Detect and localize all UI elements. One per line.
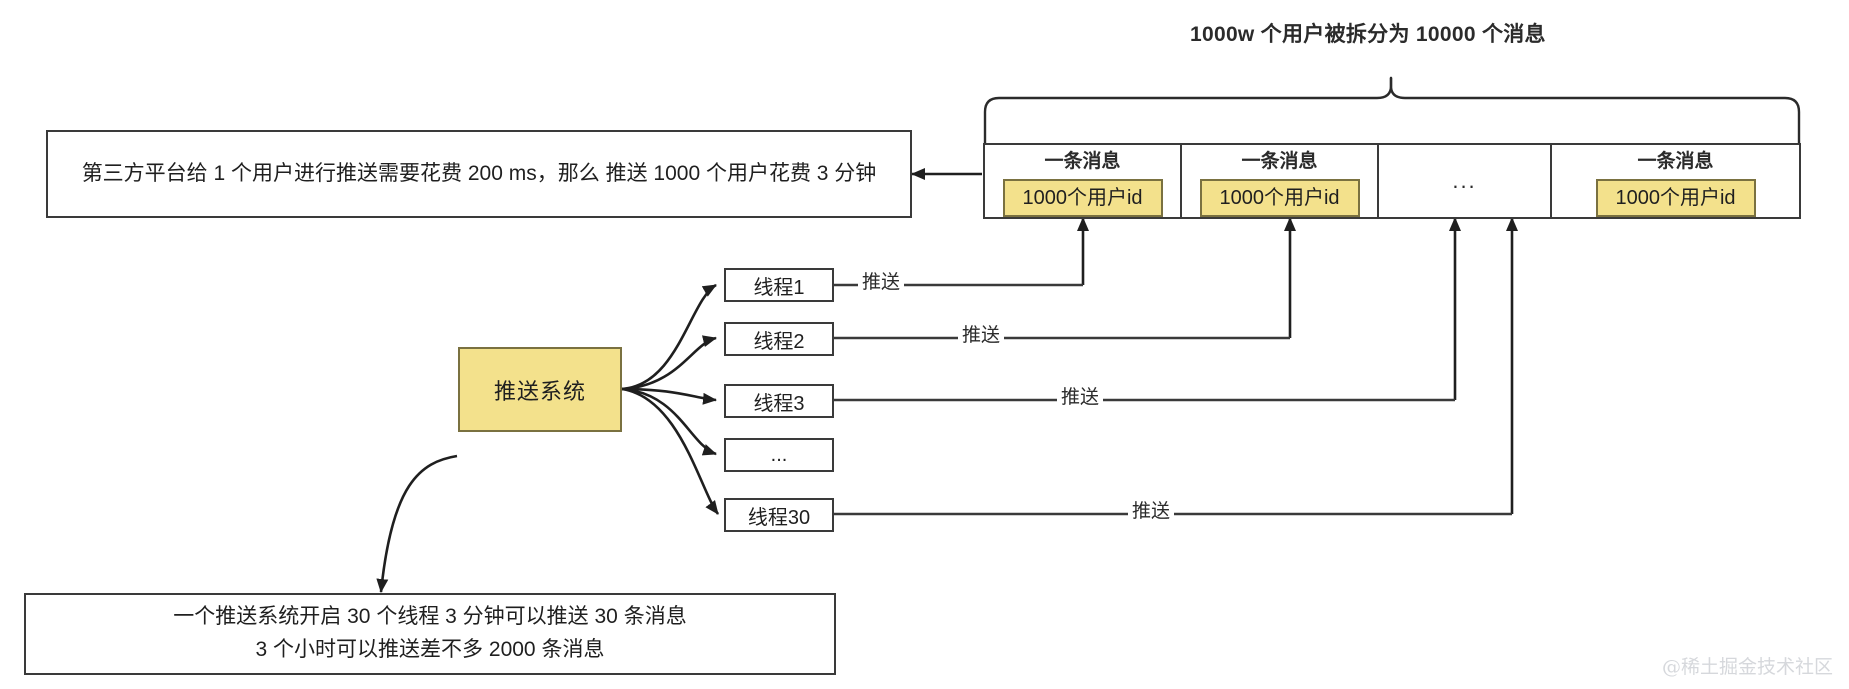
left-note-text: 第三方平台给 1 个用户进行推送需要花费 200 ms，那么 推送 1000 个… — [81, 161, 877, 185]
system-to-bottom-note-arrow — [376, 454, 458, 593]
thread-box-1[interactable]: 线程1 — [724, 268, 834, 302]
curly-brace-icon — [983, 76, 1801, 146]
diagram-title: 1000w 个用户被拆分为 10000 个消息 — [1190, 23, 1546, 46]
thread-label: 线程3 — [753, 392, 805, 415]
message-cell[interactable]: 一条消息 1000个用户id — [1182, 145, 1379, 217]
left-note-box: 第三方平台给 1 个用户进行推送需要花费 200 ms，那么 推送 1000 个… — [46, 130, 912, 218]
thread-box-3[interactable]: 线程3 — [724, 384, 834, 418]
thread-push-lines — [834, 283, 1512, 516]
system-to-threads-arrows — [621, 283, 720, 515]
thread-label: 线程1 — [753, 276, 805, 299]
ellipsis-label: ... — [1452, 168, 1477, 193]
thread-label: 线程2 — [753, 330, 805, 353]
bottom-note-box: 一个推送系统开启 30 个线程 3 分钟可以推送 30 条消息 3 个小时可以推… — [24, 593, 836, 675]
thread-box-2[interactable]: 线程2 — [724, 322, 834, 356]
arrow-to-thread-30 — [621, 387, 720, 515]
thread-label: 线程30 — [747, 506, 811, 529]
message-cell-chip: 1000个用户id — [1199, 178, 1360, 217]
thread-box-30[interactable]: 线程30 — [724, 498, 834, 532]
watermark: @稀土掘金技术社区 — [1661, 656, 1833, 678]
push-system-box[interactable]: 推送系统 — [458, 347, 622, 432]
push-system-label: 推送系统 — [493, 378, 586, 404]
push-edge-label-30: 推送 — [1128, 502, 1175, 521]
message-cell-title: 一条消息 — [1241, 151, 1318, 172]
bottom-note-line-1: 一个推送系统开启 30 个线程 3 分钟可以推送 30 条消息 — [173, 605, 687, 629]
message-row: 一条消息 1000个用户id 一条消息 1000个用户id ... 一条消息 1… — [983, 143, 1801, 219]
arrow-to-thread-1 — [621, 283, 717, 391]
message-cell[interactable]: 一条消息 1000个用户id — [985, 145, 1182, 217]
thread-label: ... — [770, 443, 788, 466]
push-edge-label-2: 推送 — [958, 326, 1005, 345]
message-cell-chip: 1000个用户id — [1002, 178, 1163, 217]
thread-box-ellipsis: ... — [724, 438, 834, 472]
push-edge-label-1: 推送 — [858, 273, 905, 292]
push-arrows-group — [1077, 217, 1518, 514]
message-cell-title: 一条消息 — [1044, 151, 1121, 172]
arrow-to-thread-3 — [621, 387, 717, 405]
arrow-to-thread-dots — [621, 387, 717, 456]
message-cell-chip: 1000个用户id — [1595, 178, 1756, 217]
message-cell-title: 一条消息 — [1637, 151, 1714, 172]
bottom-note-line-2: 3 个小时可以推送差不多 2000 条消息 — [255, 638, 605, 661]
push-edge-label-3: 推送 — [1057, 388, 1104, 407]
message-cell-ellipsis: ... — [1379, 145, 1552, 217]
message-cell[interactable]: 一条消息 1000个用户id — [1552, 145, 1799, 217]
arrow-to-thread-2 — [621, 335, 717, 391]
